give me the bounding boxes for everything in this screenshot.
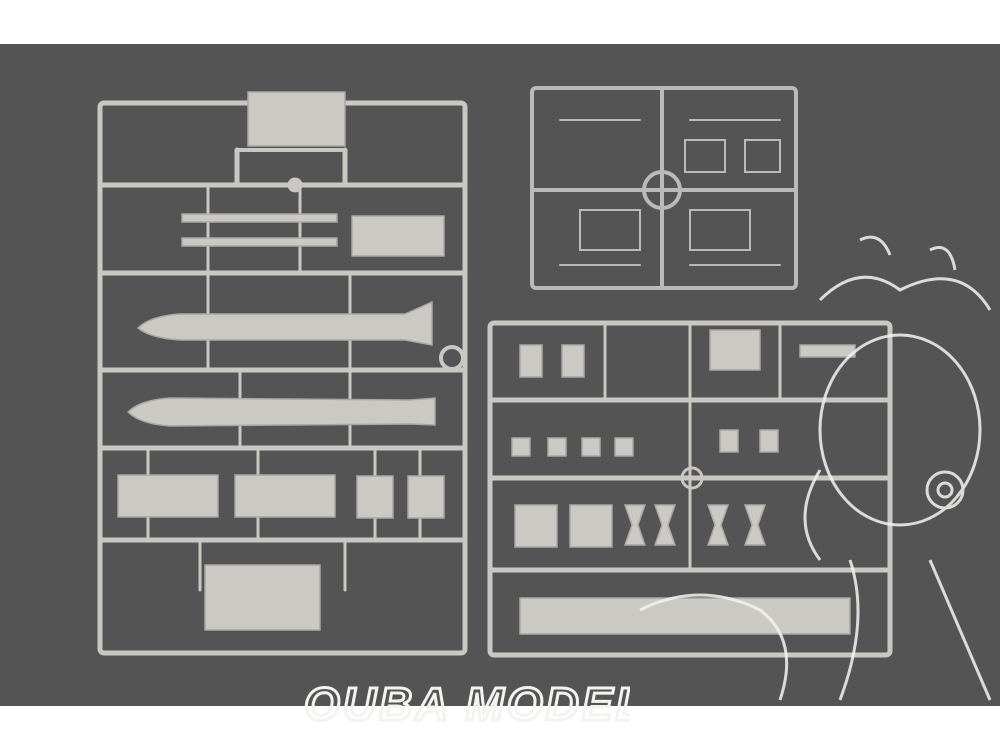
watermark-logo: OUBA MODEL (303, 677, 631, 732)
clear-sprue (530, 86, 798, 290)
left-sprue-parts (117, 91, 445, 631)
watermark-text: OUBA MODEL (304, 678, 630, 730)
right-sprue-parts (511, 329, 856, 635)
mascot-watermark (639, 235, 992, 701)
